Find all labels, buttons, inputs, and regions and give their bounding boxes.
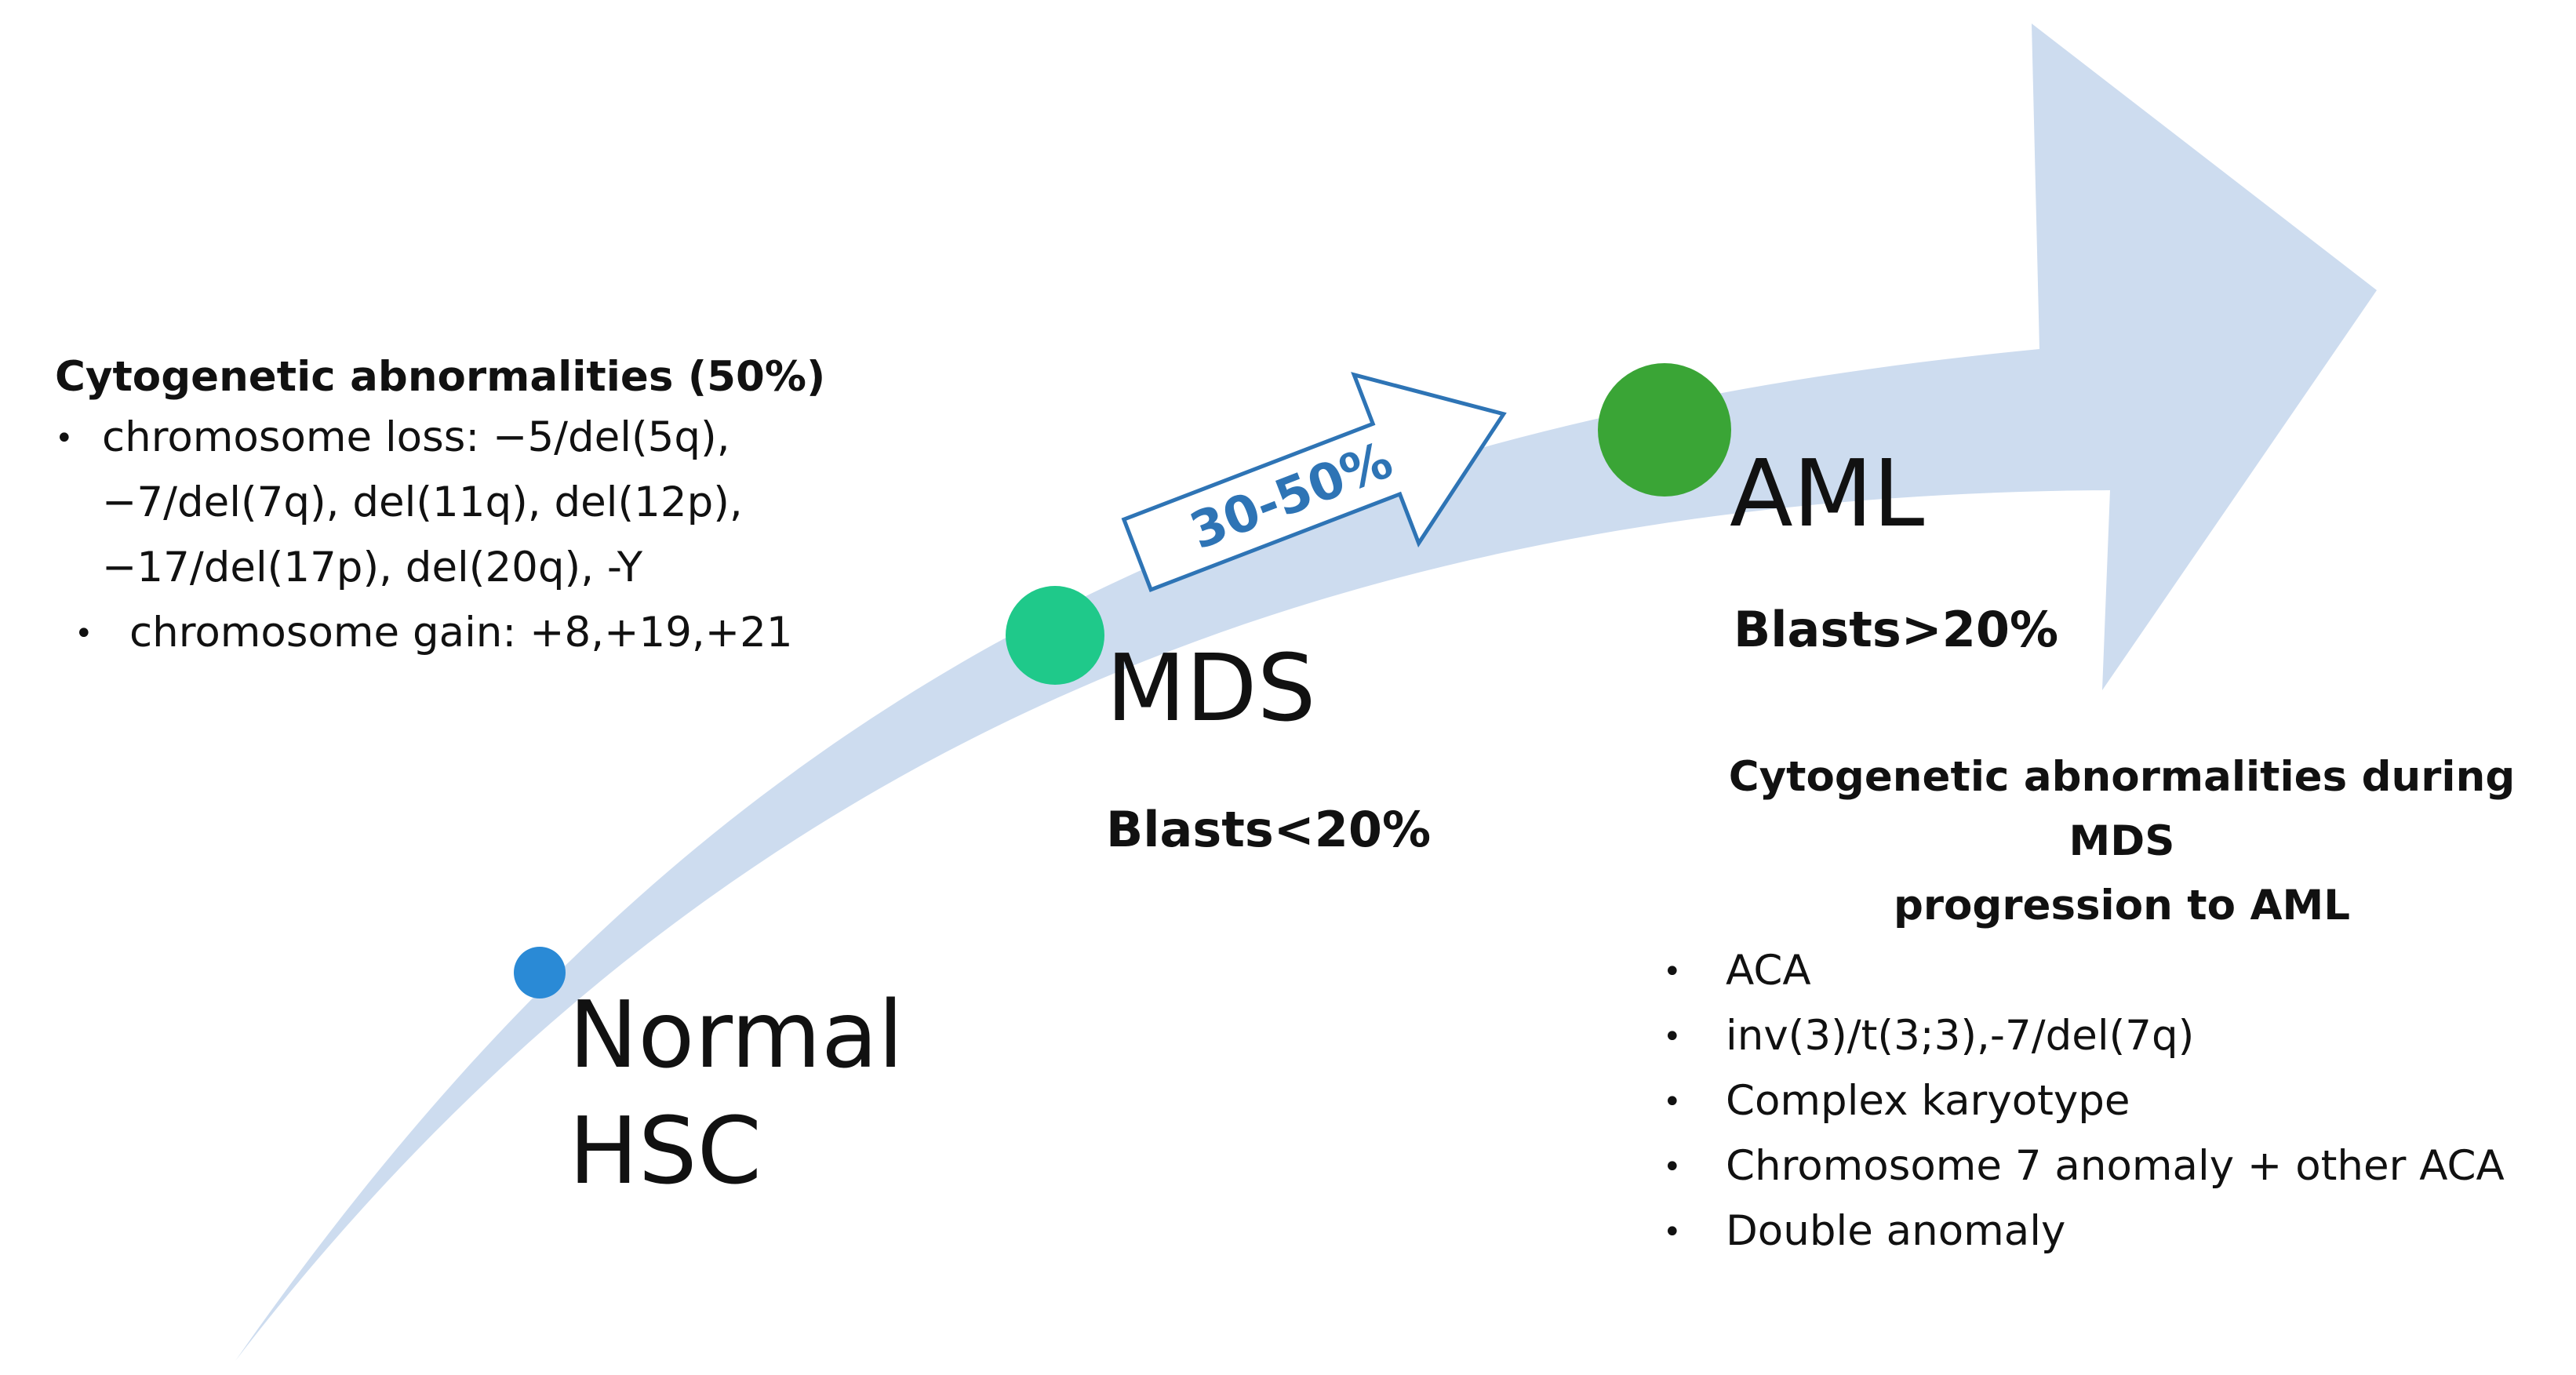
right-panel-title-line2: progression to AML	[1893, 882, 2351, 930]
right-panel-title-line1: Cytogenetic abnormalities during MDS	[1728, 753, 2516, 866]
list-item-chromosome-gain: • chromosome gain: +8,+19,+21	[75, 600, 825, 665]
bullet-icon: •	[1663, 1084, 1682, 1121]
left-panel-list: • chromosome loss: −5/del(5q), −7/del(7q…	[55, 405, 825, 665]
loss-line-3: −17/del(17p), del(20q), -Y	[102, 544, 643, 592]
list-item-text: Chromosome 7 anomaly + other ACA	[1726, 1142, 2505, 1191]
bullet-icon: •	[1663, 1019, 1682, 1056]
loss-line-2: −7/del(7q), del(11q), del(12p),	[102, 478, 743, 527]
gain-line-1: chromosome gain: +8,+19,+21	[129, 609, 793, 657]
bullet-icon: •	[55, 420, 74, 457]
list-item-text: Double anomaly	[1726, 1207, 2066, 1256]
left-panel-title: Cytogenetic abnormalities (50%)	[55, 353, 826, 401]
right-panel-list: • ACA • inv(3)/t(3;3),-7/del(7q) • Compl…	[1663, 938, 2573, 1264]
list-item-text: inv(3)/t(3;3),-7/del(7q)	[1726, 1012, 2195, 1060]
bullet-icon: •	[75, 616, 93, 653]
list-item: • ACA	[1663, 938, 2573, 1003]
list-item-text: Complex karyotype	[1726, 1077, 2130, 1126]
right-panel-title: Cytogenetic abnormalities during MDS pro…	[1671, 745, 2573, 938]
list-item-text: ACA	[1726, 947, 1811, 995]
bullet-icon: •	[1663, 1214, 1682, 1251]
list-item: • Complex karyotype	[1663, 1068, 2573, 1133]
mds-blasts: Blasts<20%	[1106, 801, 1432, 858]
normal-hsc-label: Normal HSC	[569, 977, 904, 1209]
transition-arrow-shape	[1121, 372, 1507, 593]
progression-arrow	[235, 24, 2377, 1361]
baseline-abnormalities-panel: Cytogenetic abnormalities (50%) • chromo…	[55, 345, 825, 665]
aml-label: AML	[1730, 439, 1925, 547]
normal-hsc-dot	[514, 947, 566, 999]
aml-dot	[1598, 363, 1731, 497]
bullet-icon: •	[1663, 954, 1682, 991]
normal-hsc-line2: HSC	[569, 1097, 762, 1205]
loss-line-1: chromosome loss: −5/del(5q),	[102, 413, 730, 462]
list-item: • inv(3)/t(3;3),-7/del(7q)	[1663, 1003, 2573, 1068]
list-item-chromosome-loss: • chromosome loss: −5/del(5q), −7/del(7q…	[55, 405, 825, 600]
normal-hsc-line1: Normal	[569, 980, 904, 1089]
aml-blasts: Blasts>20%	[1734, 601, 2059, 658]
list-item: • Double anomaly	[1663, 1199, 2573, 1264]
mds-dot	[1006, 586, 1104, 685]
bullet-icon: •	[1663, 1149, 1682, 1186]
list-item: • Chromosome 7 anomaly + other ACA	[1663, 1133, 2573, 1199]
mds-label: MDS	[1106, 634, 1316, 742]
progression-abnormalities-panel: Cytogenetic abnormalities during MDS pro…	[1663, 745, 2573, 1264]
